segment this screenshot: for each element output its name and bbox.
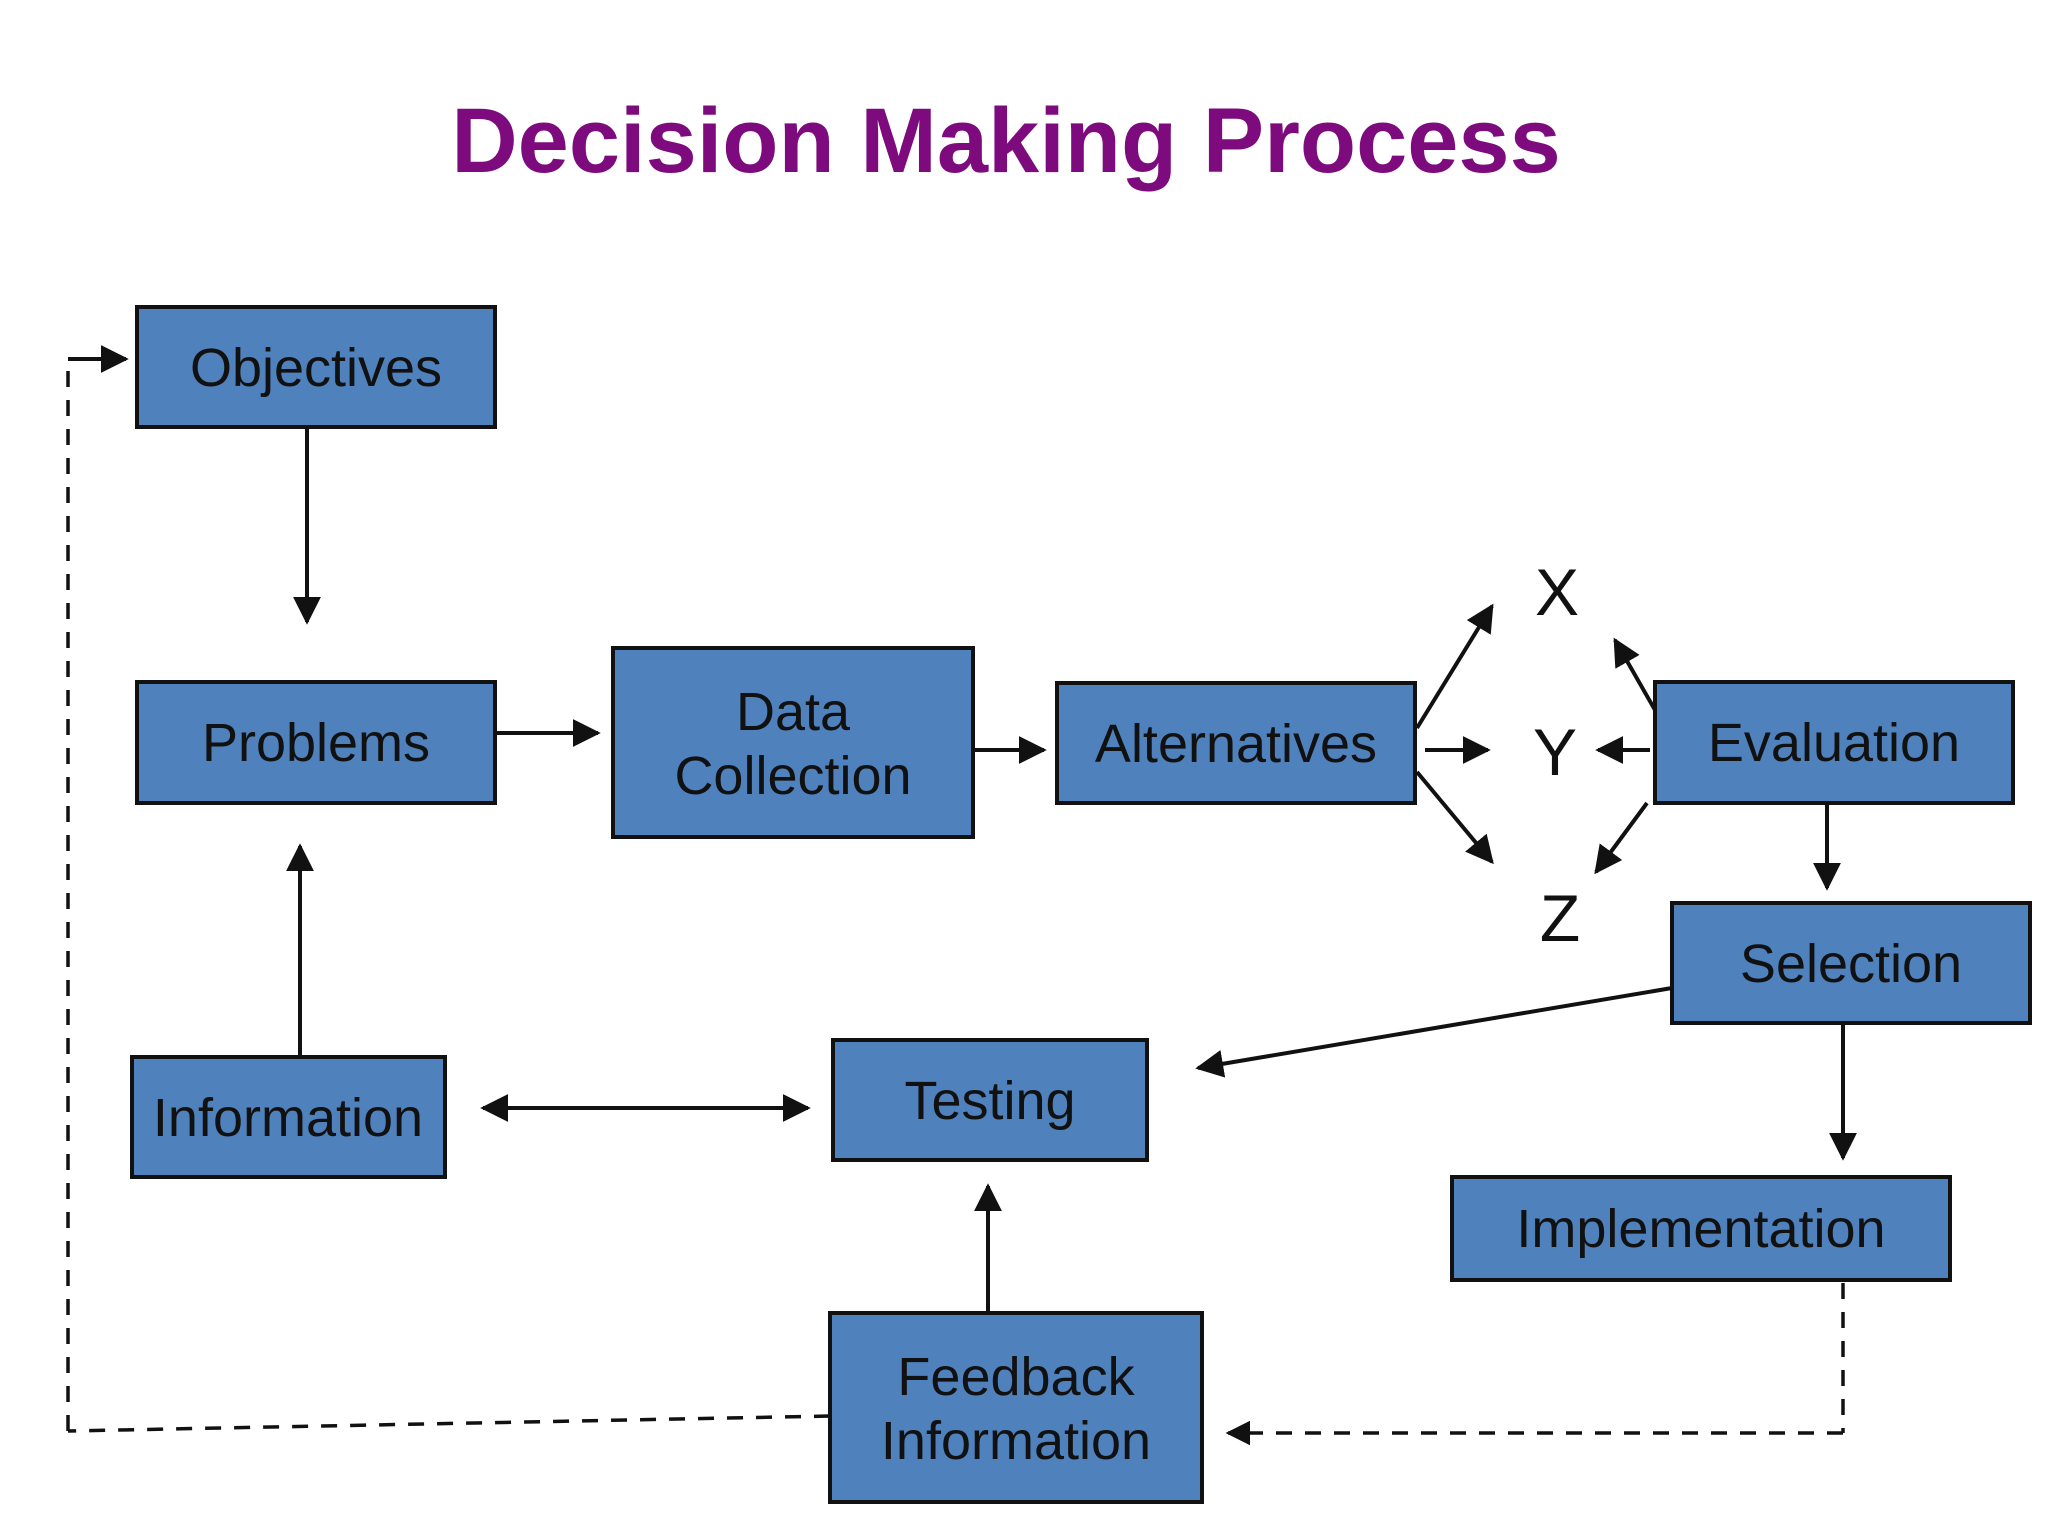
problems-label: Problems bbox=[202, 713, 430, 773]
data-collection-box-rect bbox=[611, 646, 975, 839]
page-title: Decision Making Process bbox=[451, 90, 1561, 192]
alternatives-box-rect bbox=[1055, 681, 1417, 805]
evaluation-box-rect bbox=[1653, 680, 2015, 805]
testing-label: Testing bbox=[904, 1071, 1075, 1131]
evaluation-label: Evaluation bbox=[1708, 713, 1960, 773]
arrow-alternatives-to-x bbox=[1415, 603, 1494, 730]
objectives-box: Objectives bbox=[135, 305, 497, 429]
problems-box-rect bbox=[135, 680, 497, 805]
data-collection-label-line2: Collection bbox=[674, 746, 911, 806]
implementation-box: Implementation bbox=[1450, 1175, 1952, 1282]
information-label: Information bbox=[153, 1088, 423, 1148]
dashed-feedback-to-left bbox=[67, 1414, 831, 1433]
variable-x-label: X bbox=[1535, 555, 1579, 629]
implementation-label: Implementation bbox=[1516, 1199, 1885, 1259]
implementation-box-rect bbox=[1450, 1175, 1952, 1282]
testing-box: Testing bbox=[831, 1038, 1149, 1162]
data-collection-box: Data Collection bbox=[611, 646, 975, 839]
arrow-evaluation-to-x bbox=[1613, 637, 1657, 711]
variable-z-label: Z bbox=[1540, 881, 1580, 955]
feedback-information-box: Feedback Information bbox=[828, 1311, 1204, 1504]
testing-box-rect bbox=[831, 1038, 1149, 1162]
objectives-box-rect bbox=[135, 305, 497, 429]
selection-box-rect bbox=[1670, 901, 2032, 1025]
selection-label: Selection bbox=[1740, 934, 1962, 994]
selection-box: Selection bbox=[1670, 901, 2032, 1025]
arrow-evaluation-to-z bbox=[1594, 801, 1649, 875]
variable-y-label: Y bbox=[1533, 715, 1577, 789]
arrow-alternatives-to-z bbox=[1415, 770, 1494, 865]
data-collection-label-line1: Data bbox=[736, 682, 851, 742]
alternatives-label: Alternatives bbox=[1095, 714, 1377, 774]
alternatives-box: Alternatives bbox=[1055, 681, 1417, 805]
arrow-selection-to-testing bbox=[1195, 986, 1673, 1078]
feedback-information-box-rect bbox=[828, 1311, 1204, 1504]
feedback-information-label-line1: Feedback bbox=[897, 1347, 1135, 1407]
objectives-label: Objectives bbox=[190, 338, 442, 398]
evaluation-box: Evaluation bbox=[1653, 680, 2015, 805]
problems-box: Problems bbox=[135, 680, 497, 805]
information-box: Information bbox=[130, 1055, 447, 1179]
feedback-information-label-line2: Information bbox=[881, 1411, 1151, 1471]
information-box-rect bbox=[130, 1055, 447, 1179]
